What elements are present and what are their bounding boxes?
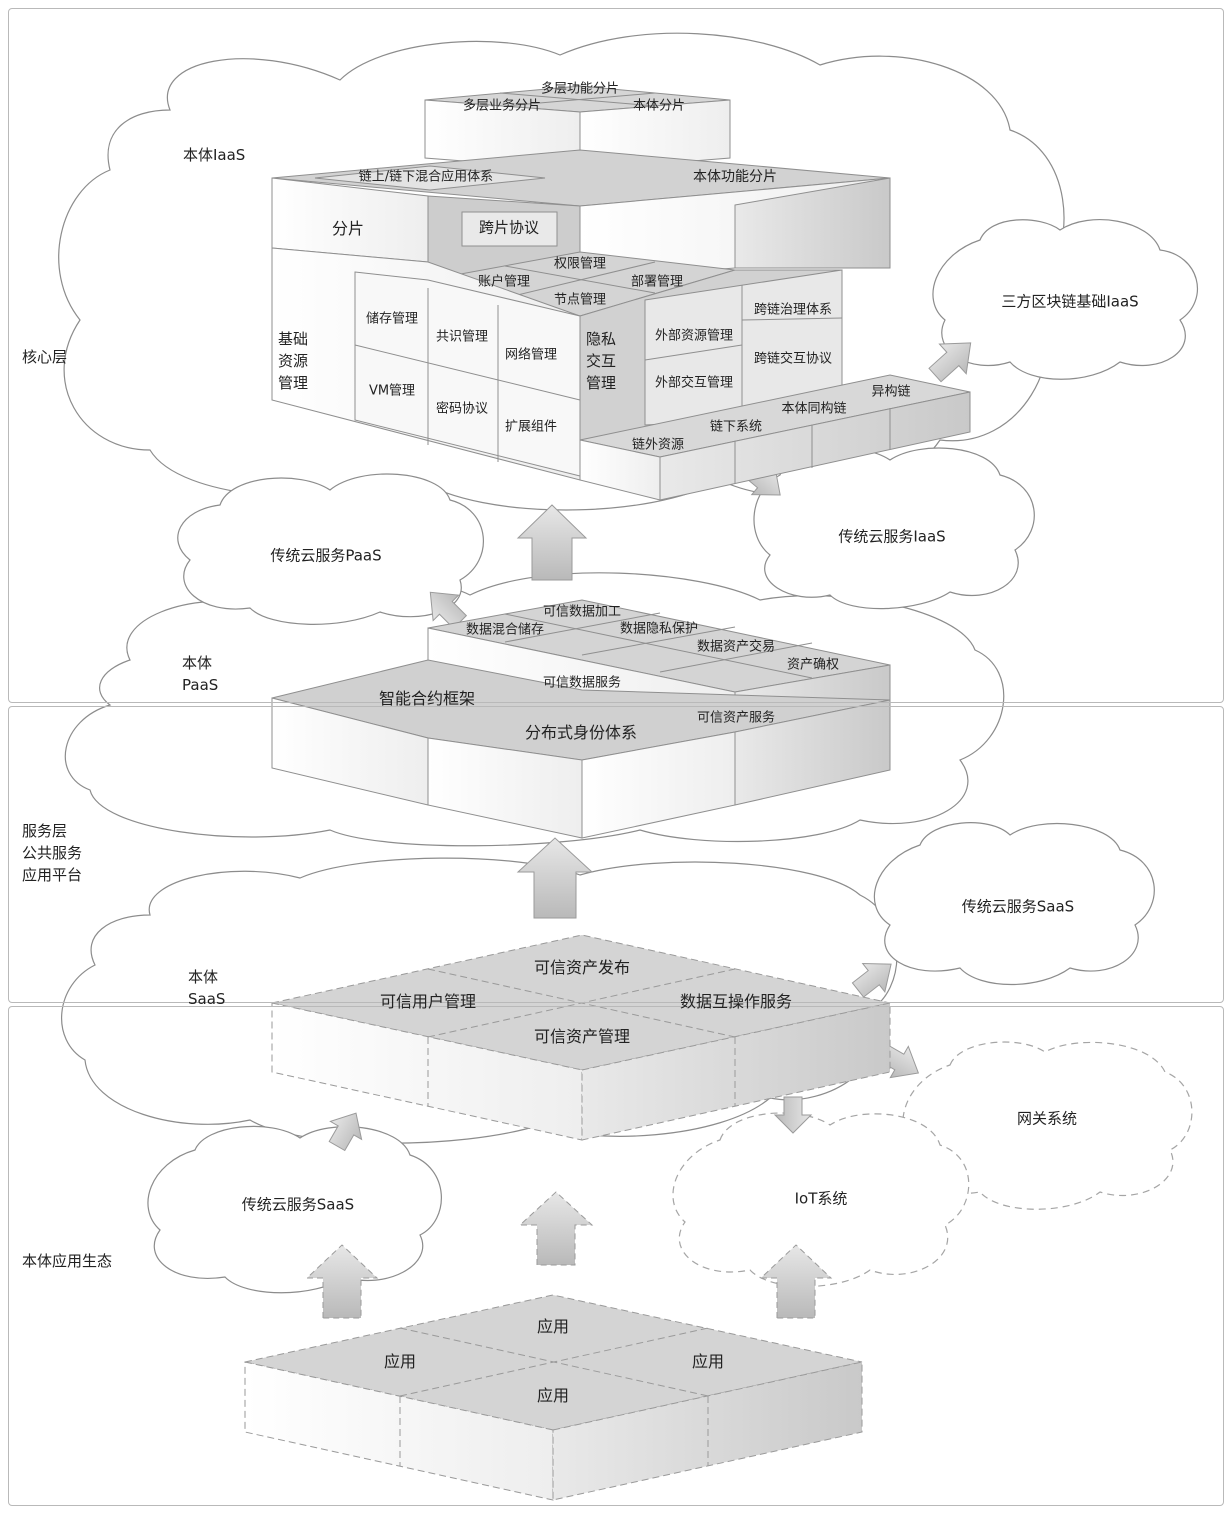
saas-top-1: 可信用户管理: [379, 992, 477, 1011]
app-left: 应用: [383, 1352, 417, 1371]
privacy-2: 跨链交互协议: [753, 351, 833, 367]
iot-label: IoT系统: [794, 1189, 848, 1208]
arrow-to-trad-paas: [429, 591, 468, 630]
up-arrow-core: [516, 504, 588, 581]
up-arrow-trad-saas: [305, 1244, 379, 1319]
up-arrow-ecosystem: [518, 1191, 594, 1266]
paas-top-4: 资产确权: [786, 657, 840, 673]
iaas-top-1: 多层业务分片: [462, 98, 542, 114]
hybrid-system-label: 链上/链下混合应用体系: [358, 169, 494, 185]
third-party-iaas-cloud: [932, 219, 1198, 380]
trad-iaas-label: 传统云服务IaaS: [838, 527, 946, 546]
front-chain-0: 异构链: [871, 384, 911, 400]
iot-cloud: [672, 1112, 970, 1288]
mid-0: 权限管理: [553, 256, 607, 272]
saas-top-2: 数据互操作服务: [679, 992, 793, 1011]
sharding-label: 分片: [331, 219, 365, 238]
function-shard-label: 本体功能分片: [693, 169, 777, 185]
trad-iaas-cloud: [753, 447, 1035, 610]
paas-top-0: 可信数据加工: [542, 604, 622, 620]
saas-top-0: 可信资产发布: [533, 958, 631, 977]
trad-saas-left-cloud: [147, 1125, 442, 1294]
service-layer-panel: [8, 706, 1224, 1003]
privacy-title: 隐私 交互 管理: [586, 330, 617, 392]
arrow-to-trad-saas-right: [851, 962, 892, 998]
arrow-saas-up: [328, 1112, 363, 1152]
service-layer-label: 服务层 公共服务 应用平台: [22, 822, 83, 884]
saas-title: 本体 SaaS: [188, 968, 226, 1008]
front-chain-2: 链下系统: [709, 419, 763, 435]
paas-mid-0: 可信数据服务: [542, 675, 622, 691]
privacy-3: 外部交互管理: [654, 375, 734, 391]
app-bottom: 应用: [536, 1386, 570, 1405]
paas-mid-1: 智能合约框架: [378, 689, 476, 708]
app-right: 应用: [691, 1352, 725, 1371]
arrow-to-third-party: [928, 342, 972, 383]
up-arrow-service: [516, 837, 594, 919]
base-resource-title: 基础 资源 管理: [278, 330, 309, 392]
front-chain-1: 本体同构链: [781, 401, 847, 417]
paas-top-2: 数据隐私保护: [619, 621, 699, 637]
core-layer-panel: [8, 8, 1224, 703]
iaas-title: 本体IaaS: [183, 146, 246, 164]
arrow-to-iot: [773, 1096, 813, 1134]
app-block: [244, 1294, 863, 1501]
base-resource-0: 储存管理: [365, 311, 419, 327]
mid-3: 节点管理: [553, 292, 607, 308]
cross-shard-label: 跨片协议: [478, 218, 540, 237]
front-chain-3: 链外资源: [631, 437, 685, 453]
base-resource-4: 密码协议: [435, 401, 489, 417]
base-resource-1: 共识管理: [435, 329, 489, 345]
saas-top-3: 可信资产管理: [533, 1027, 631, 1046]
mid-2: 部署管理: [630, 274, 684, 290]
privacy-0: 外部资源管理: [654, 328, 734, 344]
base-resource-3: VM管理: [368, 383, 416, 399]
mid-1: 账户管理: [477, 274, 531, 290]
gateway-label: 网关系统: [1016, 1109, 1078, 1128]
core-layer-label: 核心层: [22, 348, 68, 366]
iaas-block: [271, 85, 971, 501]
base-resource-5: 扩展组件: [504, 419, 558, 435]
paas-block: [271, 599, 891, 839]
paas-top-1: 数据混合储存: [465, 622, 545, 638]
paas-top-3: 数据资产交易: [696, 639, 776, 655]
ecosystem-layer-label: 本体应用生态: [22, 1252, 113, 1270]
privacy-1: 跨链治理体系: [753, 302, 833, 318]
paas-mid-2: 可信资产服务: [696, 710, 776, 726]
trad-saas-right-label: 传统云服务SaaS: [961, 897, 1075, 916]
trad-saas-left-label: 传统云服务SaaS: [241, 1195, 355, 1214]
base-resource-2: 网络管理: [504, 347, 558, 363]
paas-title: 本体 PaaS: [182, 654, 219, 694]
trad-saas-right-cloud: [873, 822, 1155, 986]
trad-paas-label: 传统云服务PaaS: [270, 546, 382, 565]
paas-mid-3: 分布式身份体系: [524, 723, 638, 742]
iaas-top-2: 本体分片: [632, 98, 686, 114]
up-arrow-iot: [759, 1244, 833, 1319]
iaas-top-0: 多层功能分片: [540, 81, 620, 97]
ecosystem-layer-panel: [8, 1006, 1224, 1506]
third-party-iaas-label: 三方区块链基础IaaS: [1001, 292, 1139, 311]
app-top: 应用: [536, 1317, 570, 1336]
